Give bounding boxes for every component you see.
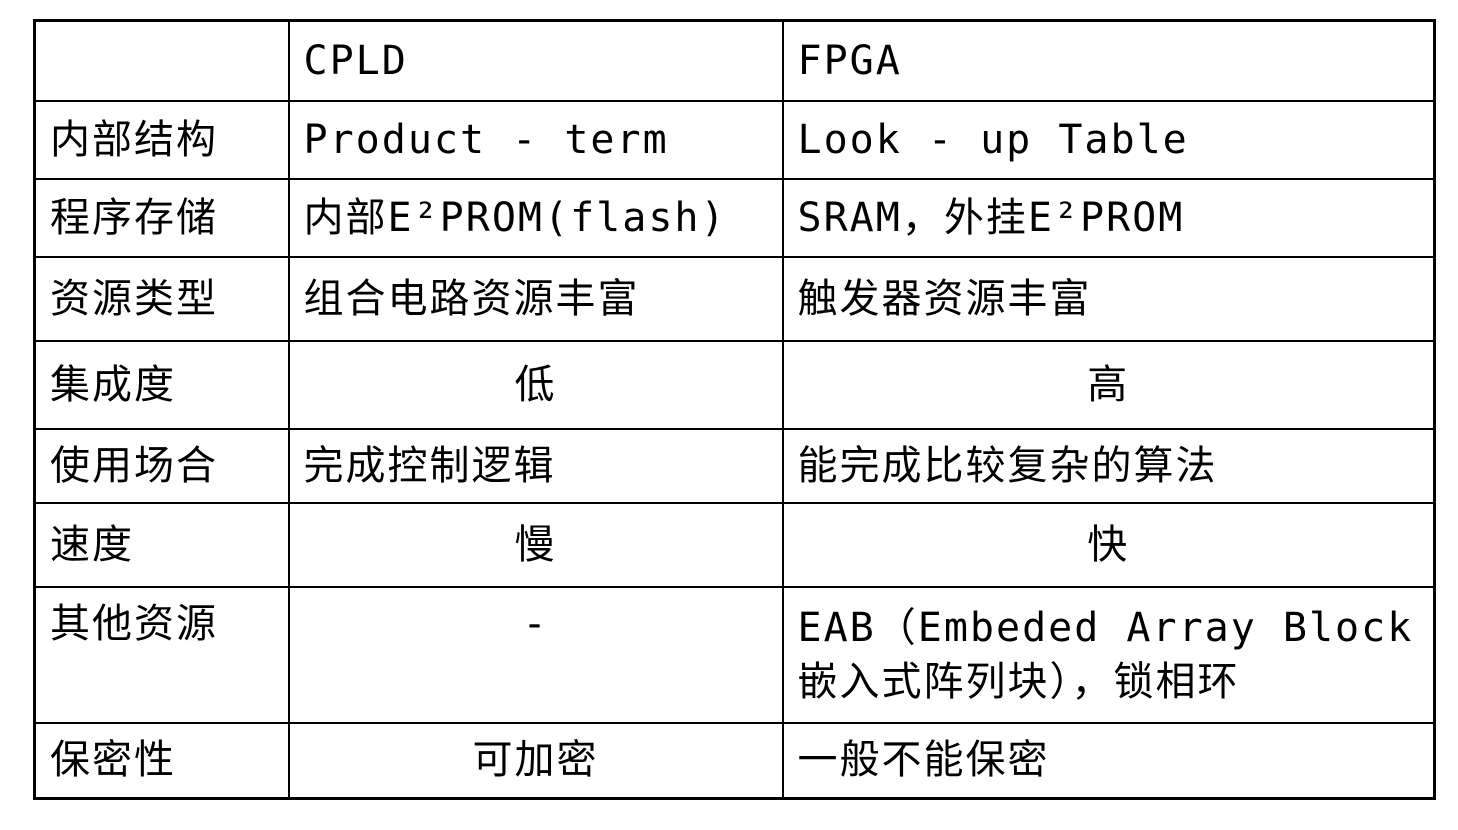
cpld-cell: 可加密 <box>287 721 784 800</box>
table-row: 保密性 可加密 一般不能保密 <box>33 721 1436 800</box>
cpld-cell: - <box>287 585 784 724</box>
table-row: 其他资源 - EAB（Embeded Array Block 嵌入式阵列块），锁… <box>33 585 1436 724</box>
row-label: 速度 <box>33 501 290 588</box>
row-label: 内部结构 <box>33 99 290 180</box>
cpld-fpga-comparison-table: CPLD FPGA 内部结构 Product - term Look - up … <box>33 19 1436 800</box>
fpga-cell: 触发器资源丰富 <box>781 255 1436 342</box>
table-row: 内部结构 Product - term Look - up Table <box>33 99 1436 180</box>
row-label: 集成度 <box>33 339 290 430</box>
cpld-cell: 组合电路资源丰富 <box>287 255 784 342</box>
cpld-cell: 低 <box>287 339 784 430</box>
row-label: 资源类型 <box>33 255 290 342</box>
table-row: 资源类型 组合电路资源丰富 触发器资源丰富 <box>33 255 1436 342</box>
row-label: 保密性 <box>33 721 290 800</box>
header-fpga: FPGA <box>781 19 1436 102</box>
header-corner-cell <box>33 19 290 102</box>
fpga-cell: Look - up Table <box>781 99 1436 180</box>
table-row: 使用场合 完成控制逻辑 能完成比较复杂的算法 <box>33 427 1436 504</box>
cpld-cell: 内部E²PROM(flash) <box>287 177 784 258</box>
table-row: 集成度 低 高 <box>33 339 1436 430</box>
fpga-cell: 一般不能保密 <box>781 721 1436 800</box>
fpga-cell: 能完成比较复杂的算法 <box>781 427 1436 504</box>
row-label: 其他资源 <box>33 585 290 724</box>
fpga-cell: EAB（Embeded Array Block 嵌入式阵列块），锁相环 <box>781 585 1436 724</box>
fpga-cell: 快 <box>781 501 1436 588</box>
row-label: 程序存储 <box>33 177 290 258</box>
table-row: 程序存储 内部E²PROM(flash) SRAM，外挂E²PROM <box>33 177 1436 258</box>
cpld-cell: 完成控制逻辑 <box>287 427 784 504</box>
fpga-cell-line: EAB（Embeded Array Block <box>797 604 1414 651</box>
table-row: 速度 慢 快 <box>33 501 1436 588</box>
comparison-table-wrapper: CPLD FPGA 内部结构 Product - term Look - up … <box>33 19 1436 800</box>
cpld-cell: 慢 <box>287 501 784 588</box>
cpld-cell: Product - term <box>287 99 784 180</box>
table-header-row: CPLD FPGA <box>33 19 1436 102</box>
fpga-cell: 高 <box>781 339 1436 430</box>
fpga-cell-line: 嵌入式阵列块），锁相环 <box>797 658 1240 705</box>
header-cpld: CPLD <box>287 19 784 102</box>
row-label: 使用场合 <box>33 427 290 504</box>
fpga-cell: SRAM，外挂E²PROM <box>781 177 1436 258</box>
